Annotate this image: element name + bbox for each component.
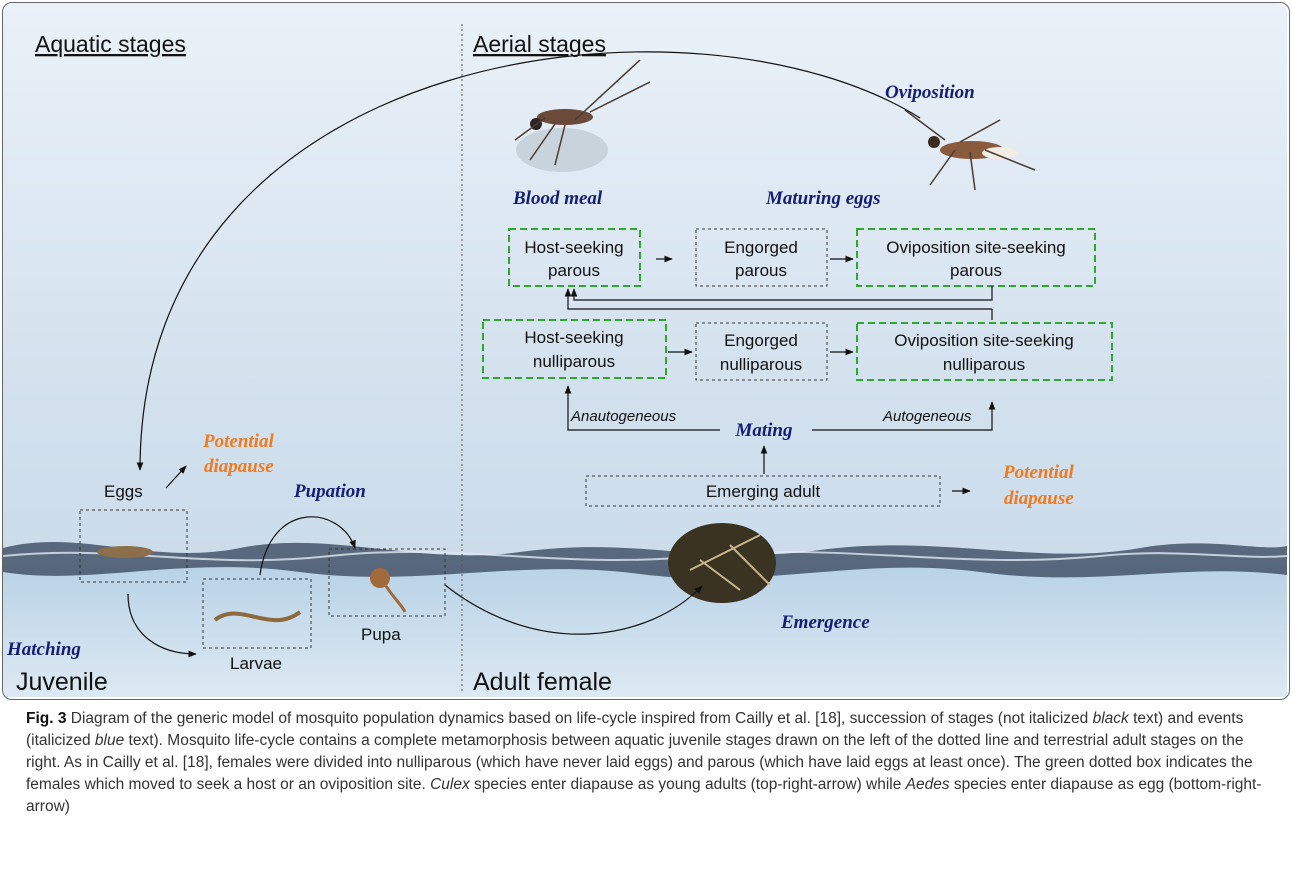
emergence-event: Emergence: [780, 612, 870, 633]
caption-aedes-word: Aedes: [906, 776, 950, 793]
diagram-canvas: Aquatic stages Aerial stages Juvenile Ad…: [0, 0, 1292, 705]
eggs-raft-image: [97, 546, 153, 558]
water-background: [3, 565, 1287, 697]
emergence-pupal-case-image: [668, 523, 776, 603]
larvae-label: Larvae: [230, 654, 282, 673]
juvenile-label: Juvenile: [16, 668, 108, 696]
oviposition-site-seeking-parous-label-1: Oviposition site-seeking: [886, 238, 1066, 257]
caption-text-1: Diagram of the generic model of mosquito…: [66, 710, 1092, 727]
pupa-label: Pupa: [361, 625, 401, 644]
caption-culex-word: Culex: [430, 776, 470, 793]
host-seeking-parous-label-1: Host-seeking: [524, 238, 623, 257]
eggs-diapause-label-1: Potential: [202, 431, 274, 452]
adult-female-label: Adult female: [473, 668, 612, 696]
hatching-event: Hatching: [6, 639, 81, 660]
oviposition-site-seeking-nulliparous-label-2: nulliparous: [943, 355, 1025, 374]
oviposition-site-seeking-nulliparous-label-1: Oviposition site-seeking: [894, 331, 1074, 350]
aerial-stages-header: Aerial stages: [473, 31, 606, 57]
eggs-label: Eggs: [104, 482, 143, 501]
diagram-figure: Aquatic stages Aerial stages Juvenile Ad…: [0, 0, 1292, 705]
engorged-parous-label-1: Engorged: [724, 238, 798, 257]
engorged-nulliparous-label-1: Engorged: [724, 331, 798, 350]
mating-event: Mating: [734, 420, 792, 441]
engorged-nulliparous-label-2: nulliparous: [720, 355, 802, 374]
autogeneous-label: Autogeneous: [882, 408, 972, 425]
emerging-adult-label: Emerging adult: [706, 482, 821, 501]
anautogeneous-label: Anautogeneous: [570, 408, 677, 425]
caption-text-4: species enter diapause as young adults (…: [470, 776, 906, 793]
caption-black-word: black: [1093, 710, 1129, 727]
engorged-parous-label-2: parous: [735, 261, 787, 280]
adult-diapause-label-1: Potential: [1002, 462, 1074, 483]
aquatic-stages-header: Aquatic stages: [35, 31, 186, 57]
figure-caption: Fig. 3 Diagram of the generic model of m…: [26, 708, 1266, 818]
caption-blue-word: blue: [95, 732, 124, 749]
pupa-image: [370, 568, 390, 588]
blood-meal-event: Blood meal: [512, 188, 603, 209]
caption-label: Fig. 3: [26, 710, 66, 727]
oviposition-event: Oviposition: [885, 82, 975, 103]
eggs-diapause-label-2: diapause: [204, 456, 274, 477]
adult-diapause-label-2: diapause: [1004, 488, 1074, 509]
maturing-eggs-event: Maturing eggs: [765, 188, 881, 209]
host-seeking-parous-label-2: parous: [548, 261, 600, 280]
host-seeking-nulliparous-label-1: Host-seeking: [524, 328, 623, 347]
oviposition-site-seeking-parous-label-2: parous: [950, 261, 1002, 280]
pupation-event: Pupation: [293, 481, 366, 502]
host-seeking-nulliparous-label-2: nulliparous: [533, 352, 615, 371]
